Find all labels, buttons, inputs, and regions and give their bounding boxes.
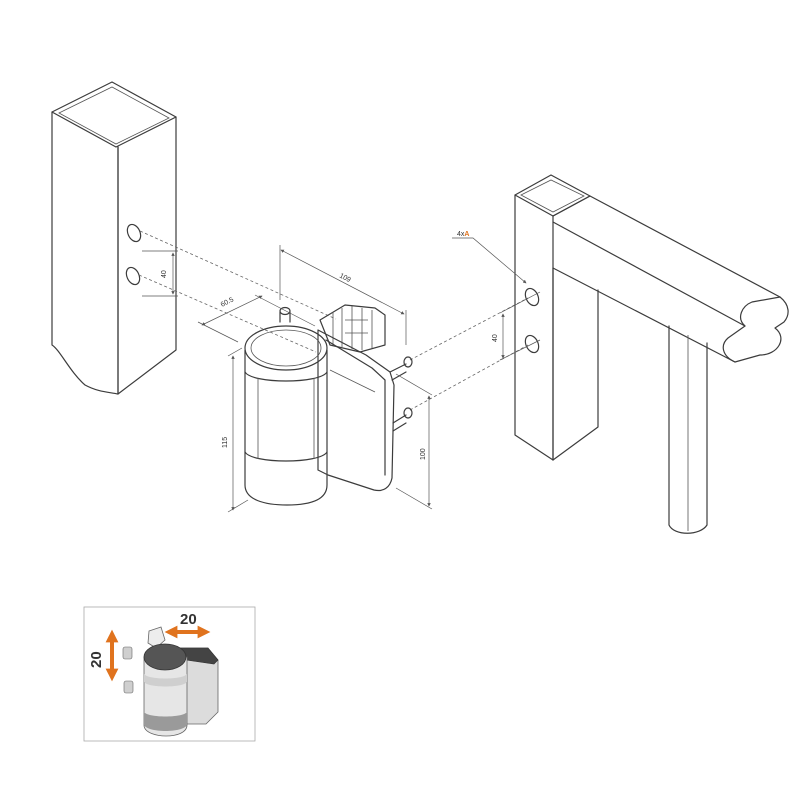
dim-depth: 109 (279, 245, 407, 345)
dim-text-115: 115 (222, 437, 229, 448)
post-hole-lower (125, 266, 141, 286)
dim-text-100: 100 (420, 448, 427, 460)
left-post (51, 81, 177, 395)
dim-text-40-frame: 40 (492, 334, 499, 342)
callout-letter: A (464, 231, 469, 238)
dim-text-60-5: 60.5 (220, 296, 235, 308)
dim-text-40-post: 40 (161, 270, 168, 278)
dim-height-plate: 100 (395, 373, 433, 510)
post-hole-upper (126, 223, 142, 243)
hinge-assembly (244, 304, 413, 506)
right-frame (514, 174, 789, 534)
vertical-adjust-label: 20 (88, 651, 105, 668)
dim-hole-spacing-frame: 40 (492, 291, 541, 361)
horizontal-adjust-label: 20 (180, 611, 197, 628)
dim-text-109: 109 (338, 273, 352, 285)
callout-count: 4x (457, 231, 465, 238)
adjustment-inset: 20 20 (83, 606, 256, 742)
frame-hole-upper (524, 287, 540, 307)
dim-hole-spacing-post: 40 (142, 250, 178, 297)
svg-text:4xA: 4xA (457, 231, 469, 238)
hole-callout: 4xA (452, 231, 527, 284)
dim-height-barrel: 115 (222, 347, 249, 513)
